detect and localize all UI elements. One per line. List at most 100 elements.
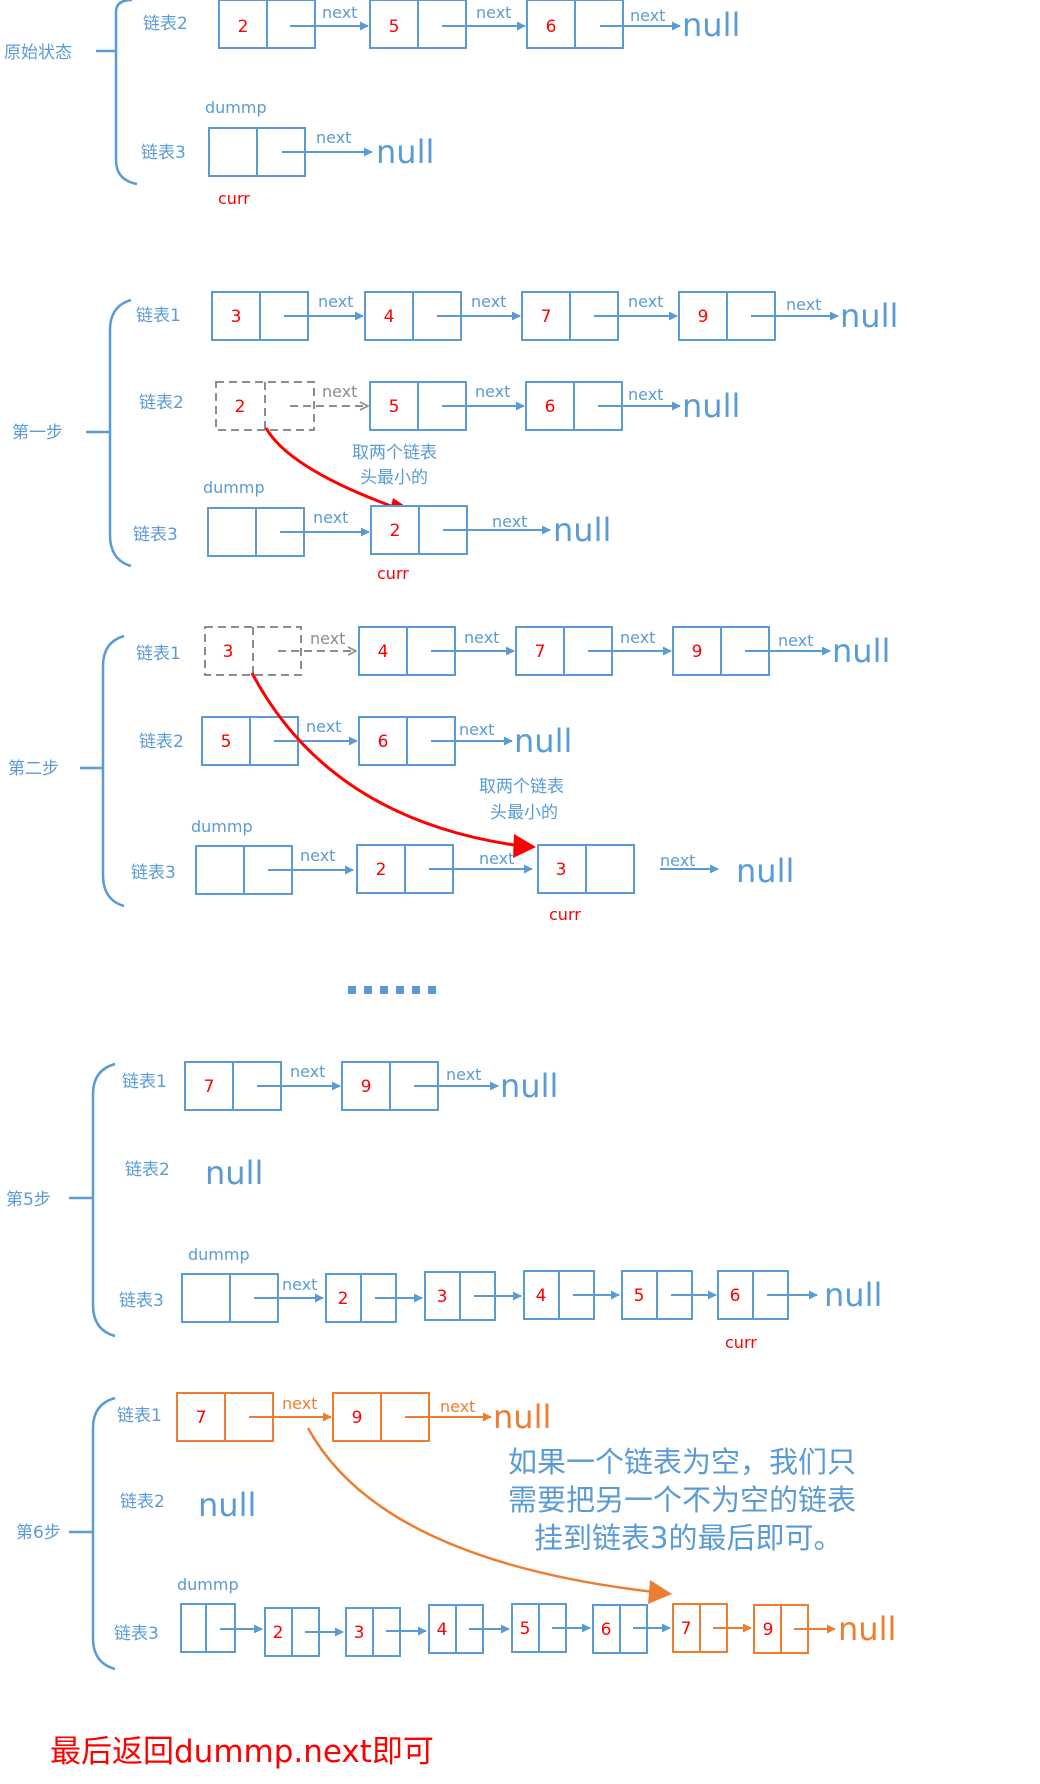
null-label: null: [500, 1067, 558, 1105]
move-arrow: [250, 672, 522, 848]
next-label: next: [471, 292, 506, 311]
next-label: next: [318, 292, 353, 311]
note-line1: 如果一个链表为空，我们只: [508, 1445, 856, 1479]
node-value: 4: [437, 1620, 448, 1640]
step-label: 第一步: [12, 423, 63, 443]
list1-label: 链表1: [136, 644, 181, 664]
list1-label: 链表1: [122, 1072, 167, 1092]
list2-label: 链表2: [125, 1160, 170, 1180]
list3-label: 链表3: [119, 1291, 164, 1311]
node-value: 3: [556, 860, 567, 880]
final-note: 最后返回dummp.next即可: [50, 1734, 434, 1770]
node-value: 5: [389, 397, 400, 417]
list3-label: 链表3: [131, 863, 176, 883]
null-label: null: [838, 1610, 896, 1648]
list3-label: 链表3: [114, 1624, 159, 1644]
node-value: 3: [437, 1287, 448, 1307]
curr-label: curr: [218, 189, 250, 208]
next-label: next: [282, 1394, 317, 1413]
node-value: 2: [235, 397, 246, 417]
note-line1: 取两个链表: [479, 777, 564, 797]
stage-step6: 第6步 链表1 链表2 链表3 7 9 next next null null …: [16, 1392, 896, 1671]
next-label: next: [446, 1065, 481, 1084]
next-label: next: [322, 382, 357, 401]
node-value: 4: [378, 642, 389, 662]
next-label: next: [440, 1397, 475, 1416]
null-label: null: [514, 722, 572, 760]
null-label: null: [682, 6, 740, 44]
node-value: 2: [338, 1289, 349, 1309]
node-value: 5: [389, 17, 400, 37]
node-value: 5: [520, 1619, 531, 1639]
node-value: 5: [634, 1286, 645, 1306]
node-value: 2: [390, 521, 401, 541]
node-value: 2: [238, 17, 249, 37]
null-label: null: [832, 632, 890, 670]
node-value: 7: [204, 1077, 215, 1097]
next-label: next: [476, 3, 511, 22]
next-label: next: [310, 629, 345, 648]
node-value: 9: [692, 642, 703, 662]
note-line1: 取两个链表: [352, 443, 437, 463]
node-value: 3: [354, 1623, 365, 1643]
node-value: 2: [376, 860, 387, 880]
node-value: 9: [698, 307, 709, 327]
next-label: next: [660, 851, 695, 870]
node-value: 2: [273, 1623, 284, 1643]
next-label: next: [322, 3, 357, 22]
next-label: next: [464, 628, 499, 647]
list-node: 3: [537, 844, 635, 894]
null-label: null: [553, 511, 611, 549]
node-value: 6: [545, 397, 556, 417]
step-label: 第5步: [6, 1190, 51, 1210]
next-label: next: [778, 631, 813, 650]
list-node: 6: [526, 0, 624, 49]
bracket: [91, 1396, 116, 1671]
next-label: next: [479, 849, 514, 868]
next-label: next: [300, 846, 335, 865]
next-label: next: [628, 385, 663, 404]
next-label: next: [628, 292, 663, 311]
null-label: null: [376, 133, 434, 171]
dummp-label: dummp: [188, 1245, 250, 1264]
next-label: next: [786, 295, 821, 314]
null-label: null: [682, 387, 740, 425]
node-value: 6: [601, 1620, 612, 1640]
dummp-label: dummp: [203, 478, 265, 497]
list3-label: 链表3: [133, 525, 178, 545]
attach-arrowhead: [648, 1580, 672, 1604]
removed-node: 2: [215, 381, 315, 431]
note-line2: 头最小的: [360, 468, 428, 488]
node-value: 3: [231, 307, 242, 327]
list2-null: null: [198, 1486, 256, 1524]
node-value: 5: [221, 732, 232, 752]
node-value: 9: [361, 1077, 372, 1097]
node-value: 7: [681, 1619, 692, 1639]
step-label: 第二步: [8, 759, 59, 779]
list-node: 2: [370, 505, 468, 555]
node-value: 9: [763, 1620, 774, 1640]
null-label: null: [824, 1276, 882, 1314]
node-value: 7: [196, 1408, 207, 1428]
dummp-label: dummp: [205, 98, 267, 117]
node-value: 6: [378, 732, 389, 752]
attach-arrow: [306, 1427, 655, 1594]
next-label: next: [492, 512, 527, 531]
node-value: 7: [541, 307, 552, 327]
next-label: next: [620, 628, 655, 647]
next-label: next: [475, 382, 510, 401]
null-label: null: [840, 297, 898, 335]
note-line3: 挂到链表3的最后即可。: [534, 1521, 842, 1555]
next-label: next: [290, 1062, 325, 1081]
stage-step2: 第二步 链表1 链表2 链表3 3 next 4 7 9 next next n…: [8, 626, 890, 924]
stage-step1: 第一步 链表1 链表2 链表3 3 4 7 9 next next next n…: [12, 291, 898, 583]
node-value: 9: [352, 1408, 363, 1428]
list1-label: 链表1: [117, 1406, 162, 1426]
node-value: 4: [384, 307, 395, 327]
curr-label: curr: [725, 1333, 757, 1352]
list-node: 6: [592, 1604, 648, 1654]
dummp-label: dummp: [191, 817, 253, 836]
bracket: [101, 634, 125, 908]
list2-label: 链表2: [139, 393, 184, 413]
